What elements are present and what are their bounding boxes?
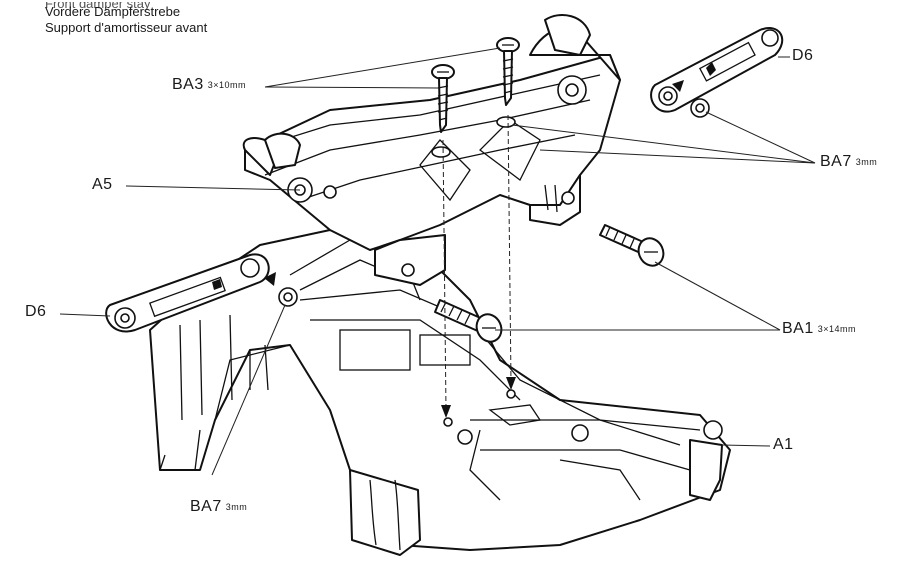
label-ba7-bottom-size: 3mm: [225, 502, 248, 512]
label-d6-left: D6: [25, 303, 46, 321]
ba3-screw-right: [496, 37, 520, 106]
label-a5: A5: [92, 176, 113, 194]
ba3-screw-left: [431, 64, 455, 133]
label-d6-top: D6: [792, 47, 813, 65]
label-ba1-code: BA1: [782, 320, 814, 337]
label-a1: A1: [773, 436, 794, 454]
header-line-french: Support d'amortisseur avant: [45, 20, 208, 35]
label-a1-code: A1: [773, 436, 794, 453]
ba1-screw-right: [599, 224, 665, 267]
ba7-washer-stay-right: [496, 116, 516, 128]
header-line-english: Front damper stay: [45, 0, 151, 11]
label-a5-code: A5: [92, 176, 113, 193]
label-ba3-code: BA3: [172, 76, 204, 93]
ba1-screw-left: [434, 299, 503, 343]
label-ba7-right-code: BA7: [820, 153, 852, 170]
d6-top-rod-part: [650, 27, 784, 113]
label-ba7-right-size: 3mm: [855, 157, 878, 167]
label-ba7-bottom-code: BA7: [190, 498, 222, 515]
label-d6-left-code: D6: [25, 303, 47, 320]
header-line-german: Vordere Dämpferstrebe: [45, 4, 181, 19]
label-ba3-size: 3×10mm: [207, 80, 247, 90]
label-d6-top-code: D6: [792, 47, 814, 64]
label-ba1-size: 3×14mm: [817, 324, 857, 334]
ba7-washer-stay-left: [431, 146, 451, 158]
d6-left-rod-part: [105, 253, 270, 333]
